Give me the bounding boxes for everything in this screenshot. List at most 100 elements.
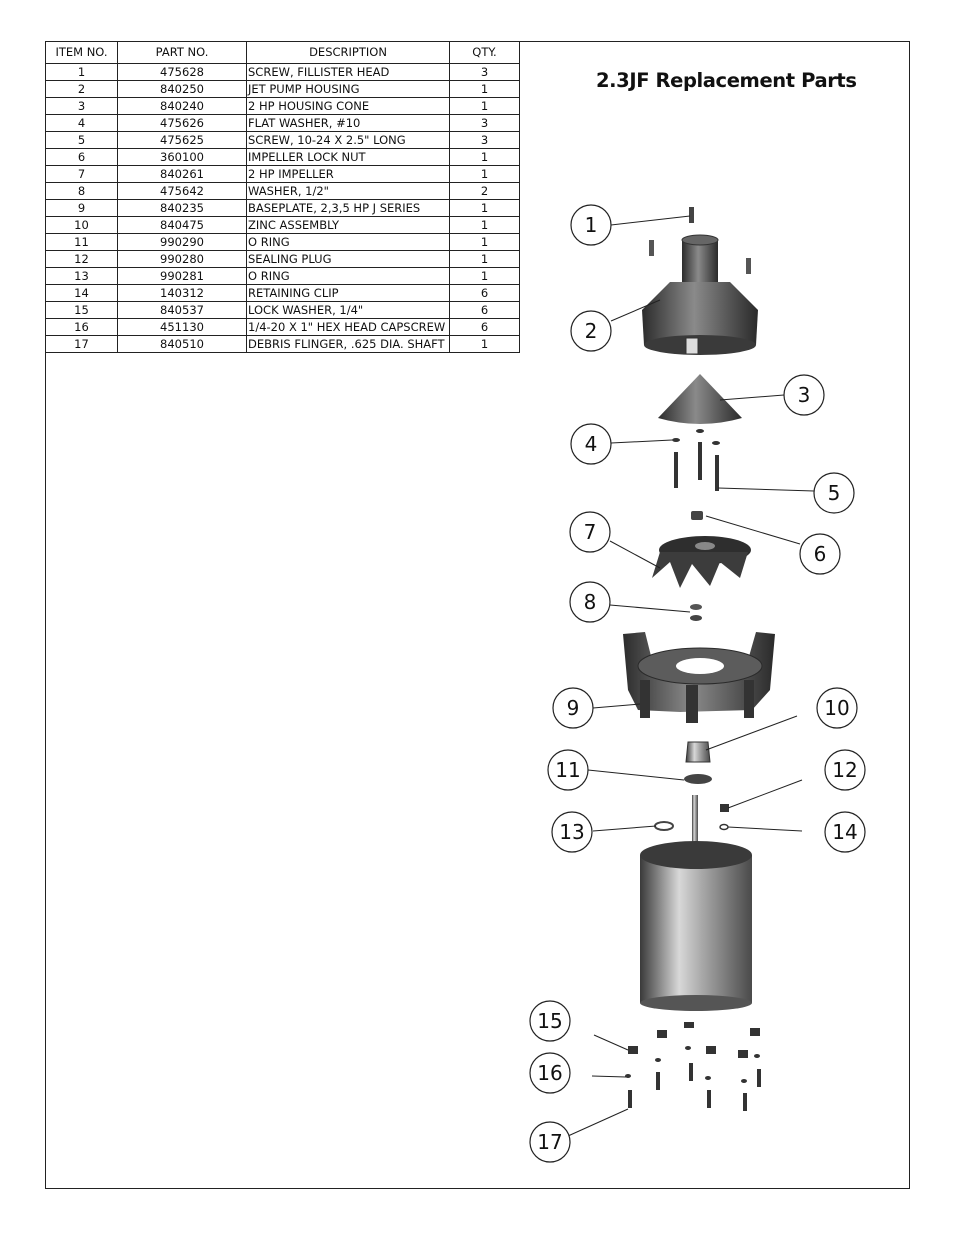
cell-description: IMPELLER LOCK NUT — [246, 148, 450, 166]
callout-number: 4 — [585, 432, 598, 456]
cell-item-no: 12 — [45, 250, 118, 268]
header-item-no: ITEM NO. — [45, 41, 118, 64]
callout-13: 13 — [551, 811, 593, 853]
callout-number: 12 — [832, 758, 857, 782]
cell-description: 1/4-20 X 1" HEX HEAD CAPSCREW — [246, 318, 450, 336]
cell-item-no: 8 — [45, 182, 118, 200]
callout-17: 17 — [529, 1121, 571, 1163]
callout-number: 13 — [559, 820, 584, 844]
callout-number: 17 — [537, 1130, 562, 1154]
impeller — [652, 536, 751, 588]
cell-description: WASHER, 1/2" — [246, 182, 450, 200]
debris-flinger — [684, 774, 712, 784]
callout-number: 11 — [555, 758, 580, 782]
table-header-row: ITEM NO. PART NO. DESCRIPTION QTY. — [45, 41, 520, 64]
cell-description: SEALING PLUG — [246, 250, 450, 268]
cell-part-no: 990290 — [117, 233, 247, 251]
callout-number: 1 — [585, 213, 598, 237]
cell-qty: 1 — [449, 250, 520, 268]
cell-part-no: 451130 — [117, 318, 247, 336]
cell-qty: 3 — [449, 114, 520, 132]
cell-item-no: 1 — [45, 63, 118, 81]
cell-qty: 1 — [449, 233, 520, 251]
callout-number: 8 — [584, 590, 597, 614]
cell-description: SCREW, 10-24 X 2.5" LONG — [246, 131, 450, 149]
cell-item-no: 9 — [45, 199, 118, 217]
cell-description: DEBRIS FLINGER, .625 DIA. SHAFT — [246, 335, 450, 353]
callout-8: 8 — [569, 581, 611, 623]
cell-item-no: 13 — [45, 267, 118, 285]
cell-part-no: 475628 — [117, 63, 247, 81]
cell-description: O RING — [246, 233, 450, 251]
cell-description: BASEPLATE, 2,3,5 HP J SERIES — [246, 199, 450, 217]
callout-6: 6 — [799, 533, 841, 575]
cell-description: JET PUMP HOUSING — [246, 80, 450, 98]
cell-part-no: 840261 — [117, 165, 247, 183]
cell-part-no: 840235 — [117, 199, 247, 217]
cell-part-no: 840240 — [117, 97, 247, 115]
cell-description: SCREW, FILLISTER HEAD — [246, 63, 450, 81]
leader-lines — [567, 215, 815, 1137]
cell-description: LOCK WASHER, 1/4" — [246, 301, 450, 319]
cell-item-no: 4 — [45, 114, 118, 132]
cell-part-no: 990280 — [117, 250, 247, 268]
cell-qty: 1 — [449, 80, 520, 98]
callout-2: 2 — [570, 310, 612, 352]
callout-number: 7 — [584, 520, 597, 544]
cell-item-no: 14 — [45, 284, 118, 302]
cell-part-no: 360100 — [117, 148, 247, 166]
cell-part-no: 140312 — [117, 284, 247, 302]
cell-qty: 2 — [449, 182, 520, 200]
cell-part-no: 475625 — [117, 131, 247, 149]
fillister-screws — [649, 207, 751, 274]
cell-part-no: 475626 — [117, 114, 247, 132]
callout-4: 4 — [570, 423, 612, 465]
callout-number: 15 — [537, 1009, 562, 1033]
callout-number: 5 — [828, 481, 841, 505]
cell-item-no: 10 — [45, 216, 118, 234]
clips-washers-capscrews — [625, 1022, 761, 1111]
cell-item-no: 6 — [45, 148, 118, 166]
impeller-lock-nut — [691, 511, 703, 520]
washers-and-long-screws — [672, 429, 720, 491]
sealing-plug — [720, 804, 729, 812]
callout-number: 3 — [798, 383, 811, 407]
callout-number: 9 — [567, 696, 580, 720]
callout-12: 12 — [824, 749, 866, 791]
cell-description: FLAT WASHER, #10 — [246, 114, 450, 132]
cell-qty: 1 — [449, 216, 520, 234]
header-description: DESCRIPTION — [246, 41, 450, 64]
cell-qty: 6 — [449, 284, 520, 302]
zinc-assembly — [685, 741, 711, 763]
cell-item-no: 2 — [45, 80, 118, 98]
cell-part-no: 475642 — [117, 182, 247, 200]
jet-pump-housing — [642, 234, 758, 355]
half-inch-washers — [690, 604, 702, 621]
callout-16: 16 — [529, 1052, 571, 1094]
cell-item-no: 17 — [45, 335, 118, 353]
callout-3: 3 — [783, 374, 825, 416]
callout-number: 10 — [824, 696, 849, 720]
housing-cone — [658, 374, 742, 424]
callout-number: 14 — [832, 820, 857, 844]
cell-item-no: 16 — [45, 318, 118, 336]
cell-qty: 1 — [449, 148, 520, 166]
callout-11: 11 — [547, 749, 589, 791]
cell-description: O RING — [246, 267, 450, 285]
callout-number: 16 — [537, 1061, 562, 1085]
callout-number: 2 — [585, 319, 598, 343]
cell-item-no: 15 — [45, 301, 118, 319]
cell-part-no: 840475 — [117, 216, 247, 234]
callout-14: 14 — [824, 811, 866, 853]
